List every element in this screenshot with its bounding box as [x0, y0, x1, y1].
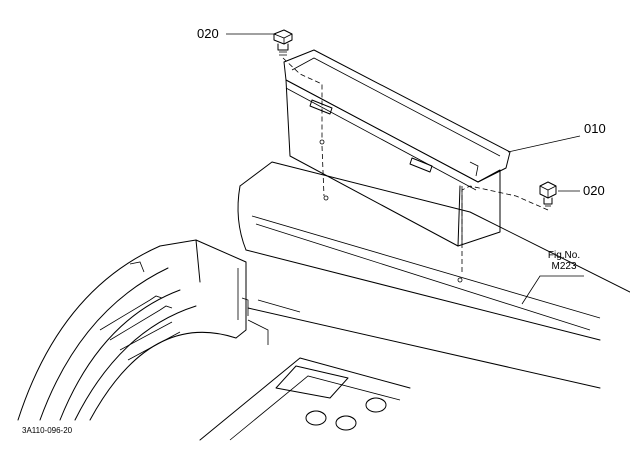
tool-box	[283, 49, 511, 283]
latch-right	[409, 157, 433, 173]
callout-tool-box: 010	[584, 121, 606, 136]
figure-reference-number: M223	[551, 261, 577, 272]
callout-bolt-right: 020	[583, 183, 605, 198]
bolt-top	[273, 29, 325, 197]
callout-bolt-top: 020	[197, 26, 219, 41]
leader-010	[507, 135, 581, 153]
seat-base-housing	[129, 239, 249, 339]
drawing-code: 3A110-096-20	[22, 426, 73, 435]
leader-fig	[521, 275, 584, 305]
figure-reference-label: Fig.No.	[547, 250, 581, 261]
figure-reference: Fig.No. M223	[540, 250, 588, 272]
fender-arcs	[17, 245, 237, 421]
leader-lines	[226, 33, 584, 305]
latch-left	[309, 99, 333, 115]
bolt-right	[461, 181, 557, 274]
fender-panel	[237, 161, 630, 389]
floor-step	[199, 357, 411, 441]
